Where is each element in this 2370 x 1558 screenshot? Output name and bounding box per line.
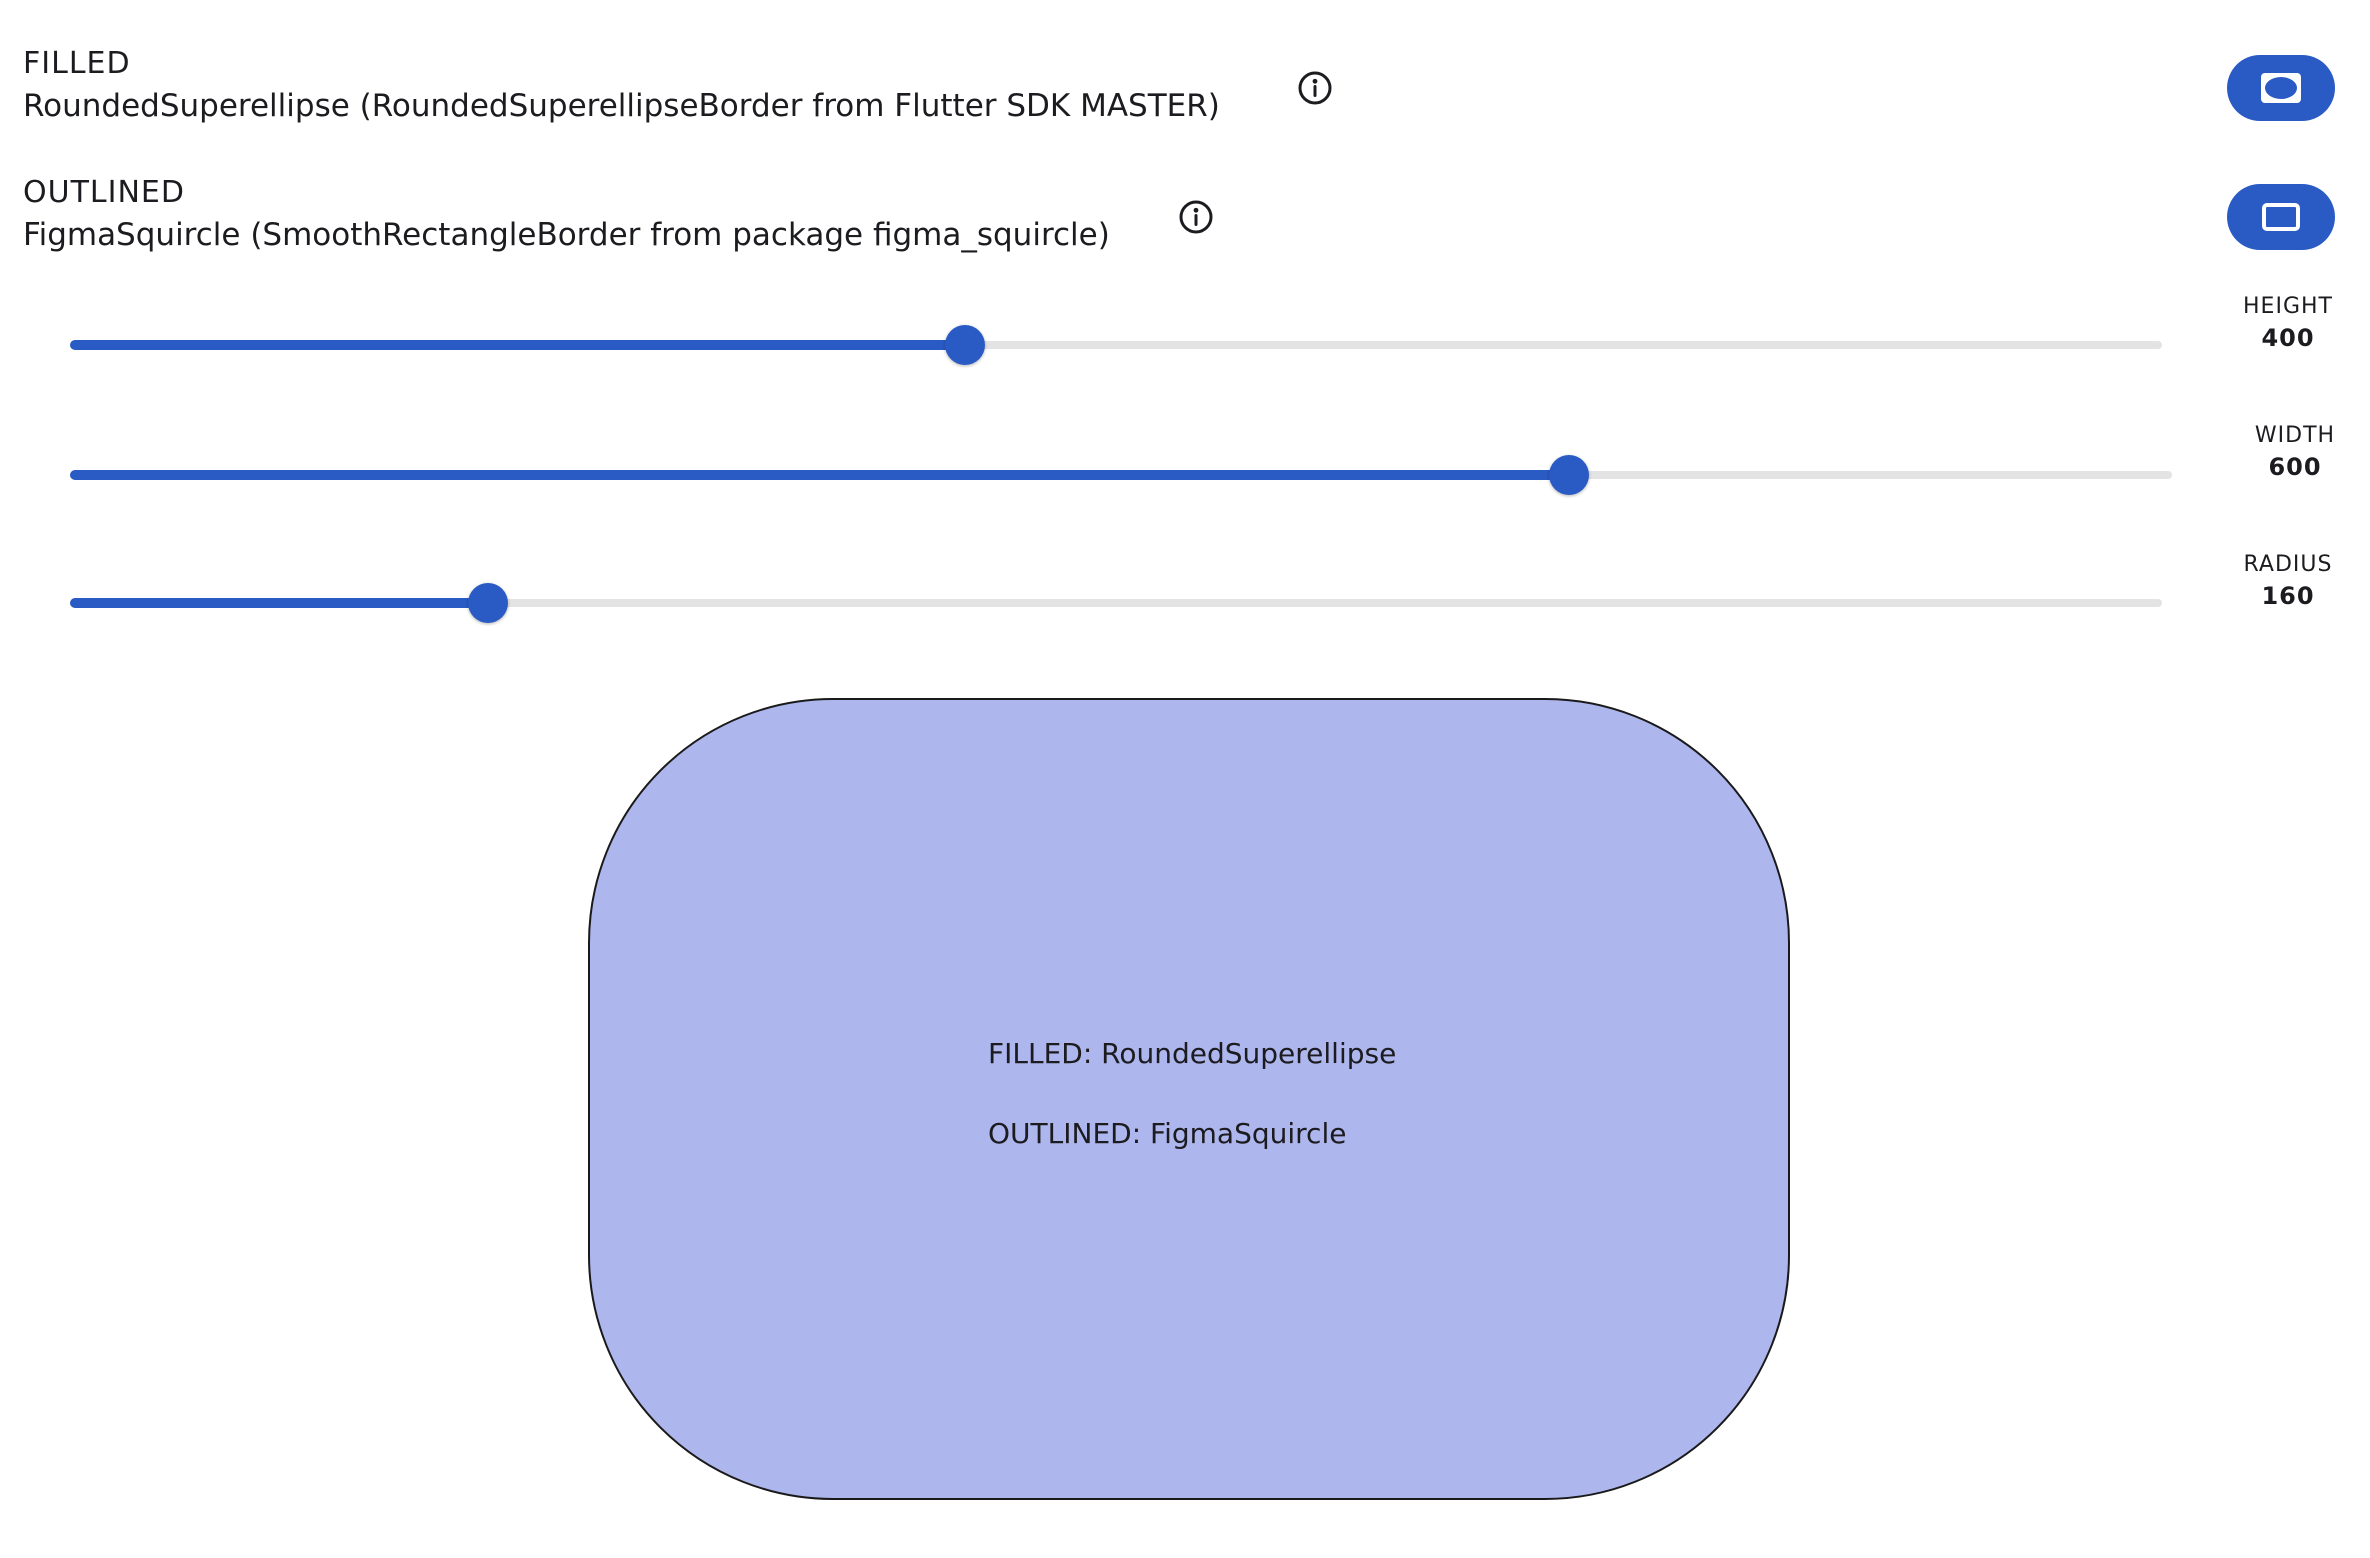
radius-value: 160 bbox=[2261, 582, 2315, 610]
height-slider[interactable] bbox=[70, 325, 2162, 365]
slider-fill bbox=[70, 340, 965, 350]
rounded-shape-filled-icon bbox=[2259, 71, 2303, 105]
width-value: 600 bbox=[2268, 453, 2322, 481]
radius-slider[interactable] bbox=[70, 583, 2162, 623]
filled-mode-label: FILLED bbox=[23, 46, 131, 81]
width-readout: WIDTH 600 bbox=[2235, 421, 2355, 483]
height-value: 400 bbox=[2261, 324, 2315, 352]
outlined-description: FigmaSquircle (SmoothRectangleBorder fro… bbox=[23, 217, 1110, 253]
filled-toggle-button[interactable] bbox=[2227, 55, 2335, 121]
preview-outlined-line: OUTLINED: FigmaSquircle bbox=[988, 1117, 1347, 1150]
height-label: HEIGHT bbox=[2243, 294, 2333, 319]
outlined-toggle-button[interactable] bbox=[2227, 184, 2335, 250]
radius-readout: RADIUS 160 bbox=[2228, 550, 2348, 612]
rounded-shape-outlined-icon bbox=[2261, 202, 2301, 232]
slider-thumb[interactable] bbox=[945, 325, 985, 365]
filled-row: FILLED RoundedSuperellipse (RoundedSuper… bbox=[23, 44, 1220, 128]
outlined-row: OUTLINED FigmaSquircle (SmoothRectangleB… bbox=[23, 173, 1110, 257]
slider-thumb[interactable] bbox=[1549, 455, 1589, 495]
radius-label: RADIUS bbox=[2243, 552, 2333, 577]
shape-preview bbox=[588, 698, 1790, 1500]
info-icon[interactable] bbox=[1297, 70, 1333, 106]
outlined-mode-label: OUTLINED bbox=[23, 175, 185, 210]
height-readout: HEIGHT 400 bbox=[2228, 292, 2348, 354]
slider-thumb[interactable] bbox=[468, 583, 508, 623]
slider-track bbox=[70, 599, 2162, 607]
shape-preview-text: FILLED: RoundedSuperellipse OUTLINED: Fi… bbox=[988, 1034, 1396, 1154]
width-slider[interactable] bbox=[70, 455, 2172, 495]
slider-track bbox=[70, 341, 2162, 349]
slider-fill bbox=[70, 470, 1569, 480]
info-icon[interactable] bbox=[1178, 199, 1214, 235]
filled-description: RoundedSuperellipse (RoundedSuperellipse… bbox=[23, 88, 1220, 124]
width-label: WIDTH bbox=[2254, 423, 2336, 448]
slider-fill bbox=[70, 598, 488, 608]
preview-filled-line: FILLED: RoundedSuperellipse bbox=[988, 1037, 1397, 1070]
